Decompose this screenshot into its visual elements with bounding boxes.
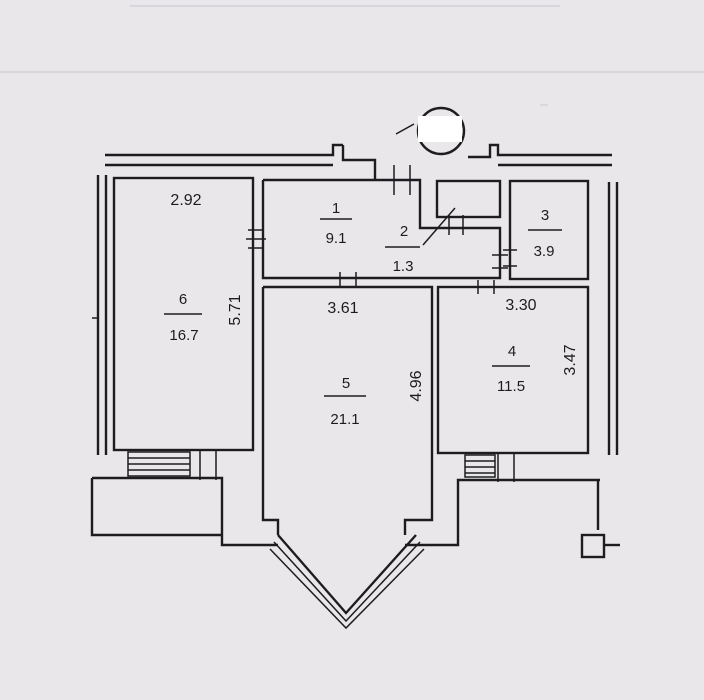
- room-6-outline: [112, 176, 255, 452]
- room-labels: 1 9.1 2 1.3 3 3.9 4 11.5 5 21.1 6 16.7: [164, 200, 562, 428]
- room-2-number: 2: [400, 223, 408, 240]
- room-6-area: 16.7: [169, 327, 198, 344]
- room-1-area: 9.1: [326, 230, 347, 247]
- room-6-width-dimension: 2.92: [170, 192, 201, 209]
- room-5-number: 5: [342, 375, 350, 392]
- room-2-outline: [435, 179, 502, 219]
- room-4-number: 4: [508, 343, 516, 360]
- column-right: [580, 533, 606, 559]
- room-5-length-dimension: 4.96: [408, 370, 425, 401]
- room-3-number: 3: [541, 207, 549, 224]
- room-4-width-dimension: 3.30: [505, 297, 536, 314]
- room-4-outline: [436, 285, 590, 455]
- room-4-length-dimension: 3.47: [562, 344, 579, 375]
- room-5-width-dimension: 3.61: [327, 300, 358, 317]
- bay-window: [277, 534, 417, 615]
- room-3-outline: [508, 179, 590, 281]
- room-6-number: 6: [179, 291, 187, 308]
- room-4-area: 11.5: [497, 378, 525, 395]
- room-1-number: 1: [332, 200, 340, 217]
- room-3-area: 3.9: [534, 243, 555, 260]
- room-2-area: 1.3: [393, 258, 414, 275]
- dimension-labels: 2.92 5.71 3.61 4.96 3.30 3.47: [170, 192, 579, 402]
- room-6-length-dimension: 5.71: [227, 294, 244, 325]
- walls: [90, 106, 620, 630]
- room-5-area: 21.1: [330, 411, 359, 428]
- bleed-through-marks: [0, 5, 704, 106]
